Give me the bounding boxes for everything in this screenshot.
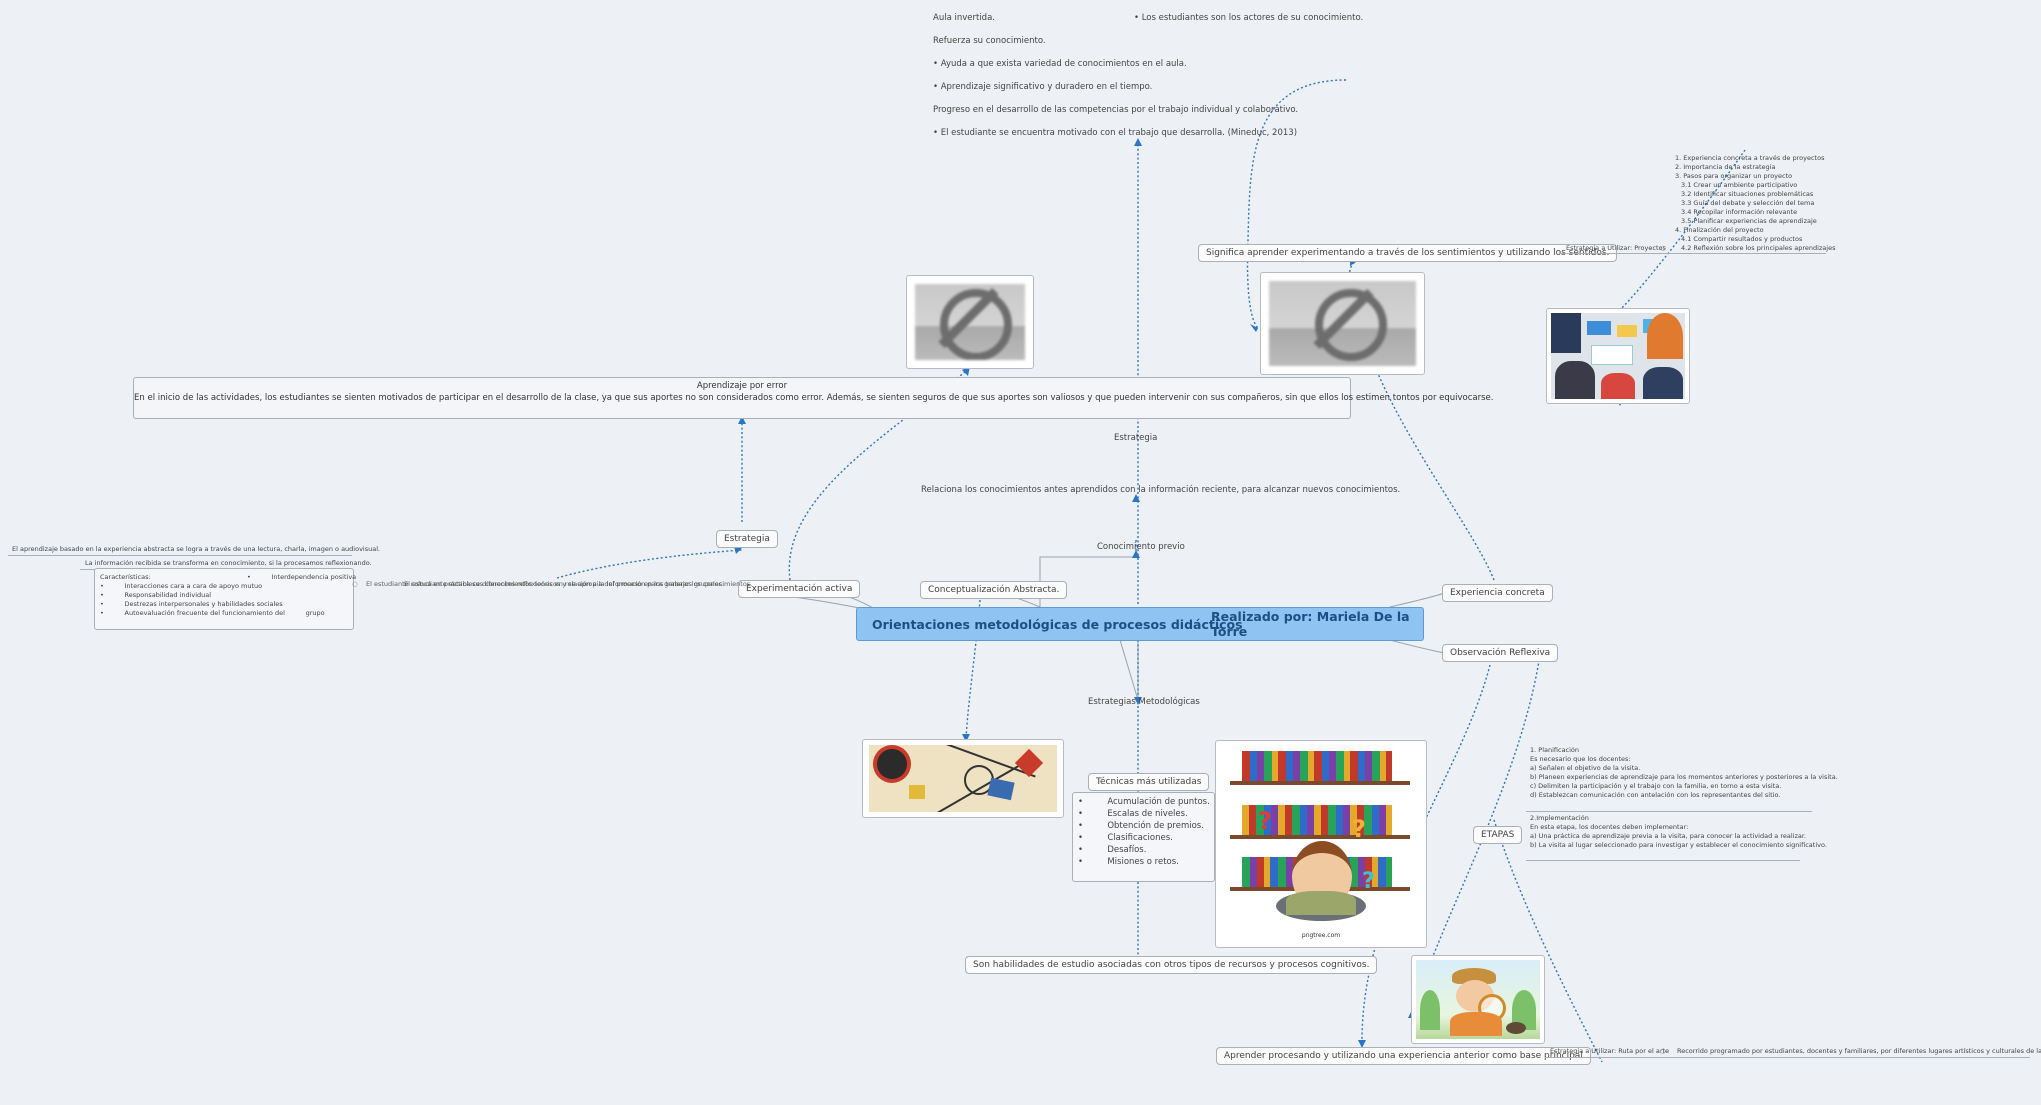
tecnica-item: • Desafíos.	[1078, 845, 1147, 855]
significa-node[interactable]: Significa aprender experimentando a trav…	[1198, 244, 1618, 262]
proyecto-step: 3.3 Guía del debate y selección del tema	[1681, 199, 1815, 207]
planificacion-block: 1. Planificación Es necesario que los do…	[1530, 746, 1838, 800]
abstracta-text: El aprendizaje basado en la experiencia …	[12, 545, 381, 553]
tecnica-item: • Obtención de premios.	[1078, 821, 1204, 831]
caracteristica-item: • Interacciones cara a cara de apoyo mut…	[100, 582, 263, 590]
estrategia-top[interactable]: Estrategia	[1114, 433, 1158, 443]
implementacion-line: a) Una práctica de aprendizaje previa a …	[1530, 832, 1806, 840]
relaciona-text[interactable]: Relaciona los conocimientos antes aprend…	[921, 485, 1401, 495]
proyecto-step: 4. Finalización del proyecto	[1675, 226, 1764, 234]
tecnica-item: • Misiones o retos.	[1078, 857, 1179, 867]
caracteristica-item: • Responsabilidad individual	[100, 591, 212, 599]
caracteristica-item: • Autoevaluación frecuente del funcionam…	[100, 609, 325, 617]
explorer-kid-illustration[interactable]	[1411, 955, 1545, 1044]
implementacion-block: 2.Implementación En esta etapa, los doce…	[1530, 814, 1827, 850]
observacion-reflexiva-node[interactable]: Observación Reflexiva	[1442, 644, 1559, 662]
planificacion-line: b) Planeen experiencias de aprendizaje p…	[1530, 773, 1838, 781]
image-unavailable-1[interactable]	[906, 275, 1034, 369]
aula-line-5: Progreso en el desarrollo de las compete…	[933, 105, 1299, 115]
planificacion-line: c) Delimiten la participación y el traba…	[1530, 782, 1782, 790]
aprender-procesando-node[interactable]: Aprender procesando y utilizando una exp…	[1216, 1047, 1591, 1065]
estrategia-ruta: Estrategia a Utilizar: Ruta por el arte	[1550, 1047, 1670, 1055]
error-title: Aprendizaje por error	[696, 381, 788, 391]
estrategia-left-node[interactable]: Estrategia	[716, 530, 778, 548]
recorrido-text: Recorrido programado por estudiantes, do…	[1677, 1047, 2041, 1055]
proyecto-step: 4.1 Compartir resultados y productos	[1681, 235, 1803, 243]
central-title: Orientaciones metodológicas de procesos …	[872, 616, 1243, 632]
planificacion-line: a) Señalen el objetivo de la visita.	[1530, 764, 1641, 772]
caracteristica-item: • Destrezas interpersonales y habilidade…	[100, 600, 283, 608]
estrategias-metodologicas[interactable]: Estrategias Metodológicas	[1088, 697, 1200, 707]
proyecto-step: 3.4 Recopilar información relevante	[1681, 208, 1798, 216]
etapas-node[interactable]: ETAPAS	[1473, 826, 1523, 844]
planificacion-line: d) Establezcan comunicación con antelaci…	[1530, 791, 1781, 799]
classroom-photo[interactable]	[1546, 308, 1690, 404]
aula-line-4: • Aprendizaje significativo y duradero e…	[933, 82, 1153, 92]
aula-line-3: • Ayuda a que exista variedad de conocim…	[933, 59, 1187, 69]
experiencia-concreta-node[interactable]: Experiencia concreta	[1442, 584, 1553, 602]
question-mark-icon: ?	[1362, 869, 1375, 894]
proyecto-step: 2. Importancia de la estrategia	[1675, 163, 1776, 171]
informacion-text: La información recibida se transforma en…	[85, 559, 372, 567]
aprendizaje-error-box[interactable]: Aprendizaje por error En el inicio de la…	[133, 377, 1494, 419]
planificacion-line: Es necesario que los docentes:	[1530, 755, 1631, 763]
implementacion-line: En esta etapa, los docentes deben implem…	[1530, 823, 1689, 831]
collapse-dot-icon[interactable]: ○	[352, 580, 358, 588]
image-unavailable-2[interactable]	[1260, 272, 1425, 375]
tecnica-item: • Clasificaciones.	[1078, 833, 1173, 843]
caracteristicas-box[interactable]: Características: • Interdependencia posi…	[94, 568, 357, 630]
conocimiento-previo[interactable]: Conocimiento previo	[1097, 542, 1185, 552]
central-author: Realizado por: Mariela De la Torre	[1211, 609, 1410, 639]
habilidades-node[interactable]: Son habilidades de estudio asociadas con…	[965, 956, 1378, 974]
tecnica-item: • Escalas de niveles.	[1078, 809, 1188, 819]
question-mark-icon: ?	[1258, 807, 1272, 835]
abstract-painting[interactable]	[862, 739, 1064, 818]
overlap-text-a: El estudiante coloca en práctica sus con…	[366, 580, 725, 588]
proyectos-list: 1. Experiencia concreta a través de proy…	[1675, 154, 1836, 253]
aula-line-1b: • Los estudiantes son los actores de su …	[1134, 13, 1364, 23]
overlap-text-b: El estudiante establece diferentes refle…	[404, 580, 753, 588]
proyecto-step: 4.2 Reflexión sobre los principales apre…	[1681, 244, 1836, 252]
implementacion-line: 2.Implementación	[1530, 814, 1589, 822]
tecnicas-node[interactable]: Técnicas más utilizadas	[1088, 773, 1210, 791]
aula-line-6: • El estudiante se encuentra motivado co…	[933, 128, 1298, 138]
proyecto-step: 3.5 Planificar experiencias de aprendiza…	[1681, 217, 1817, 225]
watermark: pngtree.com	[1301, 932, 1341, 939]
experimentacion-activa-node[interactable]: Experimentación activa	[738, 580, 861, 598]
proyecto-step: 1. Experiencia concreta a través de proy…	[1675, 154, 1825, 162]
collapse-dot-icon[interactable]: ○	[1660, 244, 1666, 252]
estrategia-proyectos: Estrategia a Utilizar: Proyectos	[1566, 244, 1666, 252]
interdependencia-item: • Interdependencia positiva	[247, 573, 357, 581]
tecnicas-list-box[interactable]: • Acumulación de puntos. • Escalas de ni…	[1072, 792, 1215, 882]
aula-line-2: Refuerza su conocimiento.	[933, 36, 1046, 46]
central-topic[interactable]: Orientaciones metodológicas de procesos …	[856, 607, 1424, 641]
planificacion-line: 1. Planificación	[1530, 746, 1580, 754]
bookshelf-boy-illustration[interactable]: ? ? ? pngtree.com	[1215, 740, 1427, 948]
tecnica-item: • Acumulación de puntos.	[1078, 797, 1210, 807]
implementacion-line: b) La visita al lugar seleccionado para …	[1530, 841, 1827, 849]
conceptualizacion-node[interactable]: Conceptualización Abstracta.	[920, 581, 1068, 599]
question-mark-icon: ?	[1352, 815, 1366, 843]
proyecto-step: 3.2 Identificar situaciones problemática…	[1681, 190, 1814, 198]
aula-line-1: Aula invertida.	[933, 13, 995, 23]
proyecto-step: 3. Pasos para organizar un proyecto	[1675, 172, 1793, 180]
collapse-dot-icon[interactable]: ○	[1660, 1047, 1666, 1055]
proyecto-step: 3.1 Crear un ambiente participativo	[1681, 181, 1798, 189]
no-image-icon	[1269, 281, 1416, 366]
no-image-icon	[915, 284, 1025, 360]
error-body: En el inicio de las actividades, los est…	[134, 393, 1494, 403]
caracteristicas-label: Características:	[100, 573, 151, 581]
